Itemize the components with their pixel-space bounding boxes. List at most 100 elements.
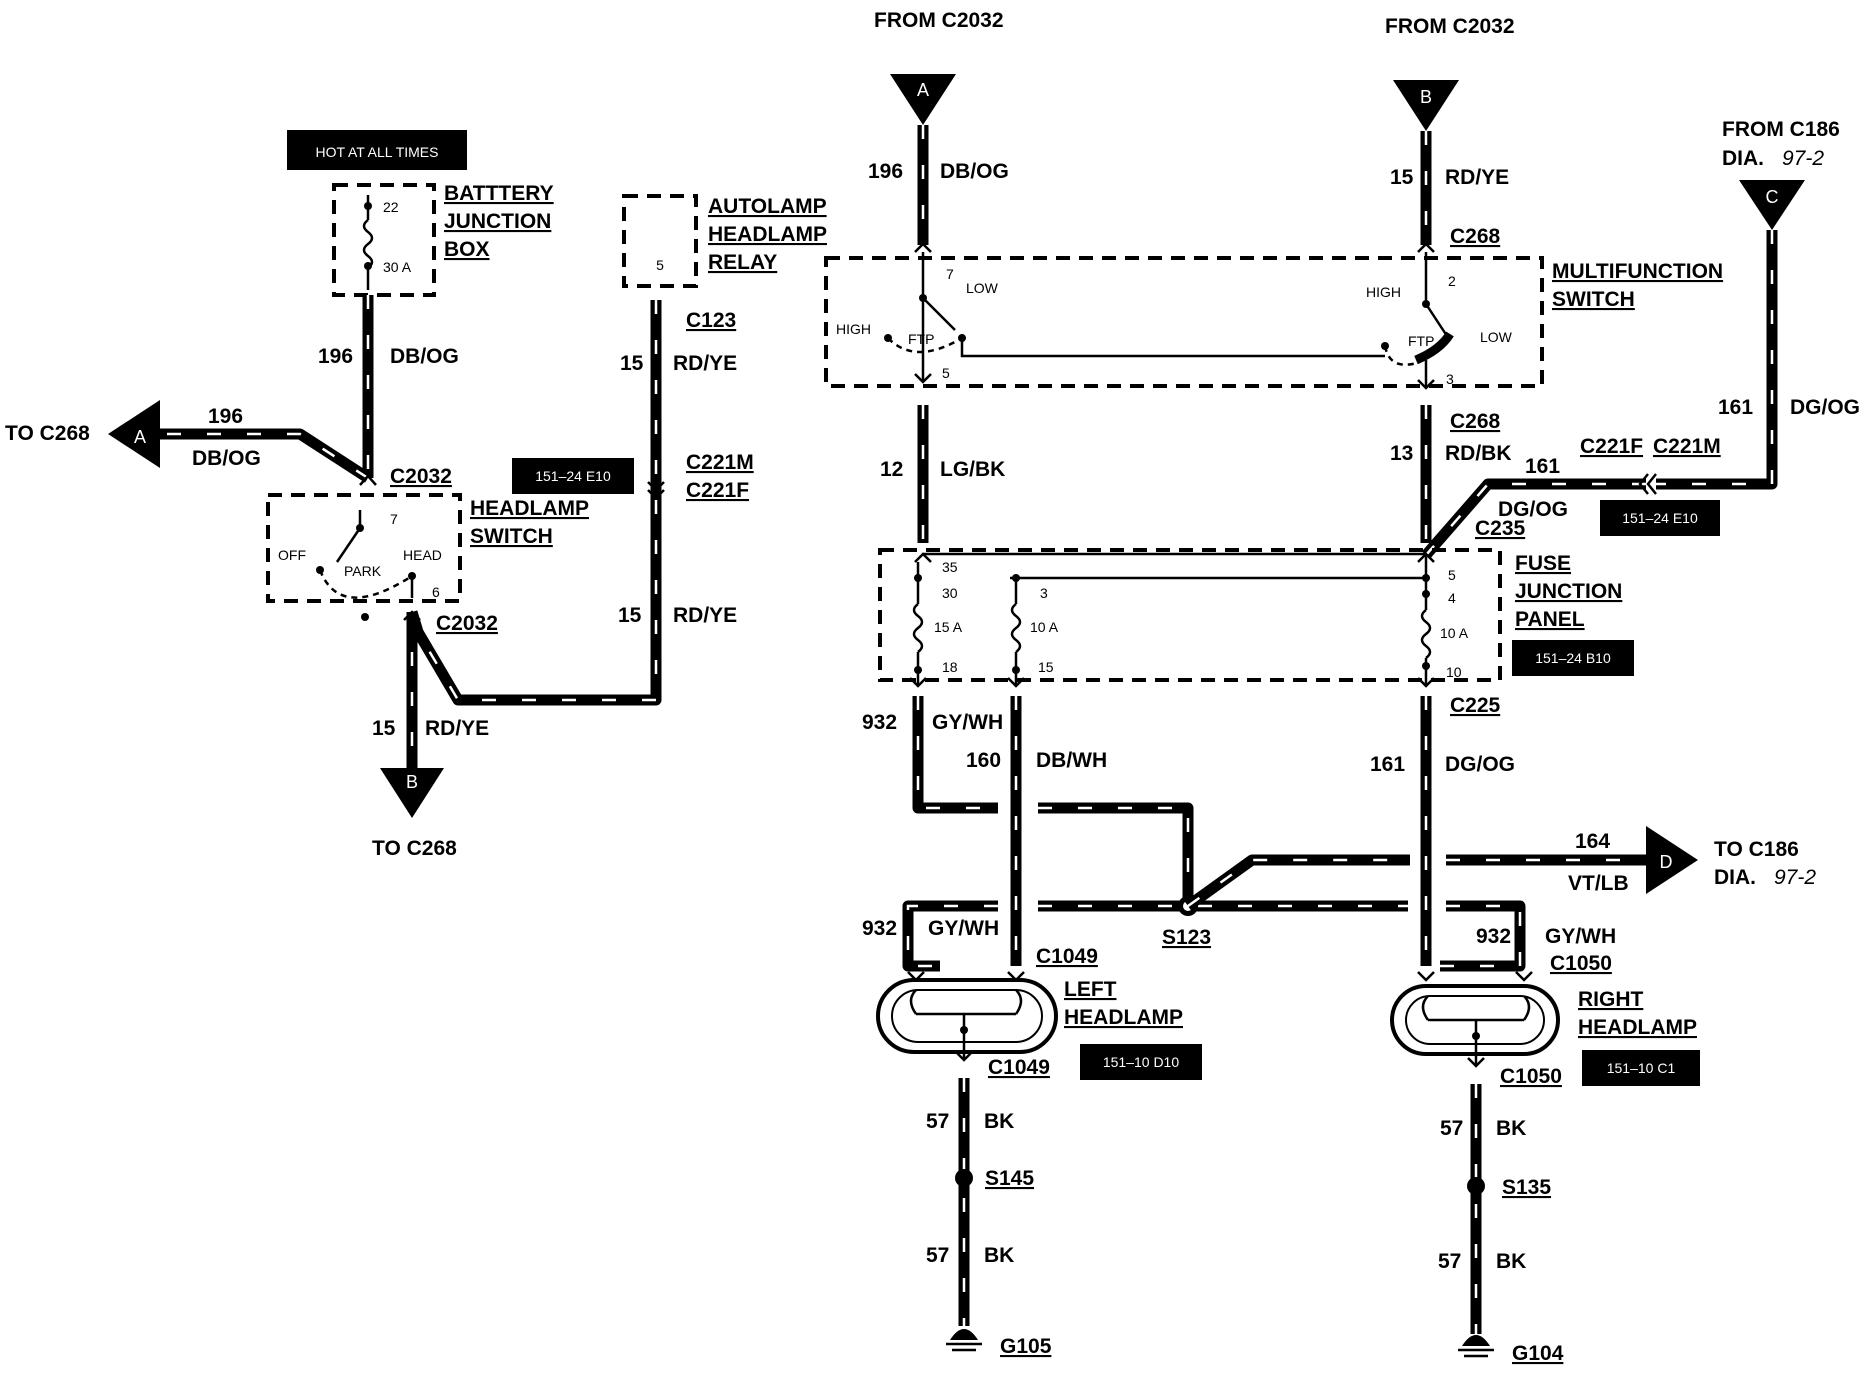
wire-13-num: 13 [1390,442,1413,465]
fuse1-pin-30: 30 [942,585,958,601]
fjp-label-3: PANEL [1515,608,1585,631]
left-headlamp: LEFT HEADLAMP [876,971,1183,1062]
right-headlamp-label-2: HEADLAMP [1578,1016,1697,1039]
wire-932 [902,696,1526,972]
msw-ftp-right: FTP [1408,333,1434,349]
wire-15-relay-color: RD/YE [673,352,737,375]
autolamp-headlamp-relay: 5 AUTOLAMP HEADLAMP RELAY [622,194,827,288]
connector-c235: C235 [1475,517,1526,540]
wire-164-num: 164 [1575,830,1610,853]
msw-pin-2: 2 [1448,273,1456,289]
fuse-junction-panel: 35 30 15 A 18 3 10 A 15 5 4 10 A 10 FUSE… [878,548,1622,688]
fuse3-pin-10: 10 [1446,664,1462,680]
splice-s145-label: S145 [985,1167,1034,1190]
wire-196-top-num: 196 [868,160,903,183]
marker-c-input: C [1739,180,1805,230]
headlamp-switch-label-2: SWITCH [470,525,553,548]
ref-e10-left-text: 151–24 E10 [535,468,611,484]
fjp-label-2: JUNCTION [1515,580,1622,603]
to-c186-dia: DIA. [1714,866,1756,889]
wire-932-right-color: GY/WH [1545,925,1616,948]
wire-57-r2-color: BK [1496,1250,1526,1273]
connector-c221m-right: C221M [1653,435,1721,458]
connector-c1050-top: C1050 [1550,952,1612,975]
to-c186-label: TO C186 [1714,838,1799,861]
left-headlamp-label-2: HEADLAMP [1064,1006,1183,1029]
fjp-label-1: FUSE [1515,552,1571,575]
hot-at-all-times-tag: HOT AT ALL TIMES [287,130,467,170]
wire-932-top-color: GY/WH [932,711,1003,734]
ground-g105-icon [946,1329,982,1352]
marker-b-top: B [1420,87,1432,107]
splice-s135-label: S135 [1502,1176,1551,1199]
to-c186-dia-num: 97-2 [1774,866,1816,889]
wire-932-top-num: 932 [862,711,897,734]
wire-164: D [1184,826,1698,911]
from-c2032-a-label: FROM C2032 [874,9,1004,32]
msw-pin-5: 5 [942,365,950,381]
fuse3-pin-5: 5 [1448,567,1456,583]
wire-161-down-color: DG/OG [1445,753,1515,776]
marker-a-left: A [134,427,146,447]
wire-12-num: 12 [880,458,903,481]
right-headlamp-label-1: RIGHT [1578,988,1644,1011]
from-c2032-b-label: FROM C2032 [1385,15,1515,38]
wire-15-relay-num: 15 [620,352,644,375]
ground-g104-icon [1458,1335,1494,1358]
msw-high-left: HIGH [836,321,871,337]
connector-c268-top: C268 [1450,225,1501,248]
fuse3-rating: 10 A [1440,625,1469,641]
wire-15-b-num: 15 [372,717,396,740]
ref-e10-right-text: 151–24 E10 [1622,510,1698,526]
wire-57-l1-num: 57 [926,1110,949,1133]
wire-932-left-color: GY/WH [928,917,999,940]
msw-pin-7: 7 [946,266,954,282]
ref-tag-e10-left: 151–24 E10 [512,458,634,494]
wire-932-left-num: 932 [862,917,897,940]
ref-b10-text: 151–24 B10 [1535,650,1611,666]
hot-at-all-times-label: HOT AT ALL TIMES [316,144,439,160]
wire-196-color: DB/OG [390,345,459,368]
wire-15-b-color: RD/YE [425,717,489,740]
connector-c123: C123 [686,309,736,332]
connector-c1050-bot: C1050 [1500,1065,1562,1088]
bjb-pin-22: 22 [383,199,399,215]
ref-tag-e10-right: 151–24 E10 [1600,500,1720,536]
marker-b-input: B [1393,80,1459,131]
wire-15-to-b: B [380,610,444,818]
wire-15-top-num: 15 [1390,166,1414,189]
fuse1-rating: 15 A [934,619,963,635]
marker-c-top: C [1766,187,1779,207]
right-headlamp: RIGHT HEADLAMP [1390,971,1697,1068]
wire-15-relay2-color: RD/YE [673,604,737,627]
ref-tag-b10: 151–24 B10 [1512,640,1634,676]
ref-d10-text: 151–10 D10 [1103,1054,1180,1070]
splice-s135 [1467,1177,1485,1195]
wire-13-color: RD/BK [1445,442,1512,465]
wire-160-color: DB/WH [1036,749,1107,772]
wire-57-r2-num: 57 [1438,1250,1461,1273]
msw-pin-3: 3 [1446,371,1454,387]
connector-arrow [359,474,377,486]
msw-low-left: LOW [966,280,999,296]
bjb-label-1: BATTTERY [444,182,554,205]
connector-c221f-right: C221F [1580,435,1643,458]
switch-pin-7: 7 [390,511,398,527]
wire-161-c-color: DG/OG [1790,396,1860,419]
to-c268-a-label: TO C268 [5,422,90,445]
fuse1-pin-35: 35 [942,559,958,575]
connector-c221m-left: C221M [686,451,754,474]
connector-c2032-bottom: C2032 [436,612,498,635]
bjb-label-3: BOX [444,238,490,261]
connector-c221f-left: C221F [686,479,749,502]
msw-ftp-left: FTP [908,331,934,347]
connector-c1049-bot: C1049 [988,1056,1050,1079]
ground-g104-label: G104 [1512,1342,1564,1365]
msw-low-right: LOW [1480,329,1513,345]
msw-high-right: HIGH [1366,284,1401,300]
msw-connector-top [914,242,1435,253]
fuse3-pin-4: 4 [1448,590,1456,606]
wire-57-l1-color: BK [984,1110,1014,1133]
connector-c268-mid: C268 [1450,410,1501,433]
